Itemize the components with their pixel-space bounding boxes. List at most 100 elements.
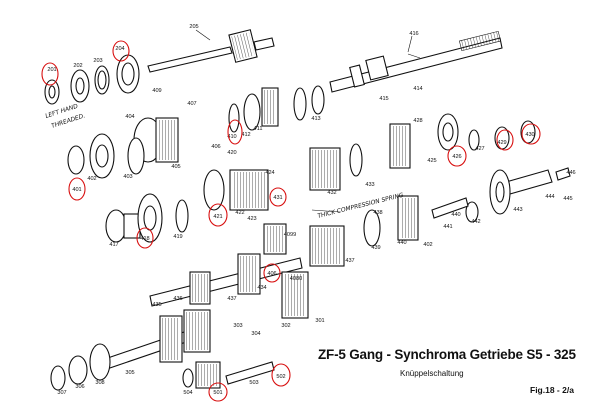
- part-label: 421: [213, 214, 222, 220]
- highlight-410: [227, 119, 243, 145]
- highlight-201: [41, 62, 59, 86]
- part-label: 405: [171, 164, 180, 170]
- part-label: 407: [187, 101, 196, 107]
- part-label: 412: [241, 132, 250, 138]
- part-label: 422: [235, 210, 244, 216]
- part-label: 426: [452, 154, 461, 160]
- gear-305: [95, 309, 211, 373]
- part-label: 502: [276, 374, 285, 380]
- part-label: 414: [413, 86, 422, 92]
- highlight-circles: [41, 40, 541, 402]
- highlight-401: [68, 177, 86, 201]
- part-label: 402: [423, 242, 432, 248]
- part-label: 503: [249, 380, 258, 386]
- part-label: 202: [73, 63, 82, 69]
- gear-437: [309, 225, 345, 267]
- highlight-406: [263, 263, 281, 283]
- part-label: 403: [123, 174, 132, 180]
- part-label: 418: [140, 236, 149, 242]
- part-label: 438: [373, 210, 382, 216]
- bearing-204: [116, 54, 140, 94]
- part-label: 424: [265, 170, 274, 176]
- part-label: 203: [93, 58, 102, 64]
- part-label: 308: [95, 380, 104, 386]
- gear-418: [137, 193, 163, 243]
- highlight-431: [269, 187, 287, 207]
- highlight-430: [521, 123, 541, 145]
- shaft-441: [431, 197, 469, 219]
- part-label: 409: [152, 88, 161, 94]
- diagram-subtitle: Knüppelschaltung: [400, 369, 464, 378]
- highlight-204: [112, 40, 130, 62]
- flange-443: [489, 169, 553, 215]
- diagram-title: ZF-5 Gang - Synchroma Getriebe S5 - 325: [318, 347, 576, 362]
- part-label: 417: [109, 242, 118, 248]
- part-label: 402: [87, 176, 96, 182]
- part-label: 439: [371, 245, 380, 251]
- part-label: 446: [566, 170, 575, 176]
- ring-307: [50, 365, 66, 391]
- part-label: 442: [471, 219, 480, 225]
- ring-403: [127, 137, 145, 175]
- part-label: 306: [75, 384, 84, 390]
- part-label: 307: [57, 390, 66, 396]
- part-label: 305: [125, 370, 134, 376]
- gear-440: [397, 195, 419, 241]
- gear-428: [389, 123, 411, 169]
- part-label: 401: [72, 187, 81, 193]
- part-label: 4080: [290, 276, 302, 282]
- part-label: 205: [189, 24, 198, 30]
- highlight-426: [447, 145, 467, 167]
- part-label: 436: [173, 296, 182, 302]
- part-label: 437: [345, 258, 354, 264]
- gear-417: [105, 209, 141, 243]
- ring-427: [468, 129, 480, 151]
- part-label: 428: [413, 118, 422, 124]
- part-label: 443: [513, 207, 522, 213]
- figure-number: Fig.18 - 2/a: [530, 385, 574, 395]
- leader-lines: [195, 29, 421, 213]
- gear-4099: [263, 223, 287, 255]
- bearing-426: [437, 113, 459, 151]
- part-label: 420: [227, 150, 236, 156]
- part-label: 434: [257, 285, 266, 291]
- bearing-442: [465, 201, 479, 223]
- synchro-410: [228, 103, 240, 133]
- part-label: 4099: [284, 232, 296, 238]
- part-label: 415: [379, 96, 388, 102]
- part-label: 445: [563, 196, 572, 202]
- part-label: 410: [227, 134, 236, 140]
- part-label: 427: [475, 146, 484, 152]
- bearing-306: [68, 355, 88, 385]
- gear-402: [89, 133, 115, 179]
- highlight-418: [136, 227, 154, 249]
- part-label: 406: [267, 271, 276, 277]
- part-label: 425: [427, 158, 436, 164]
- bearing-201: [44, 79, 60, 105]
- gear-413: [293, 85, 325, 121]
- part-label: 441: [443, 224, 452, 230]
- gear-308: [89, 343, 111, 381]
- part-label: 437: [227, 296, 236, 302]
- part-label: 204: [115, 46, 124, 52]
- reverse-idler-gear: [182, 361, 275, 389]
- part-label: 440: [451, 212, 460, 218]
- part-label: 504: [183, 390, 192, 396]
- part-label: 501: [213, 390, 222, 396]
- ring-203: [94, 65, 110, 95]
- highlight-502: [271, 363, 291, 387]
- bolt-446: [555, 167, 571, 181]
- bearing-202: [70, 69, 90, 103]
- gear-439: [363, 209, 381, 247]
- part-label: 413: [311, 116, 320, 122]
- part-label: 419: [173, 234, 182, 240]
- gear-401: [67, 145, 85, 175]
- part-label: 440: [397, 240, 406, 246]
- part-label: 411: [254, 126, 263, 132]
- input-shaft: [147, 29, 275, 73]
- part-label: 433: [365, 182, 374, 188]
- highlight-421: [208, 203, 228, 227]
- part-label: 432: [327, 190, 336, 196]
- ring-419: [175, 199, 189, 233]
- highlight-501: [208, 382, 228, 402]
